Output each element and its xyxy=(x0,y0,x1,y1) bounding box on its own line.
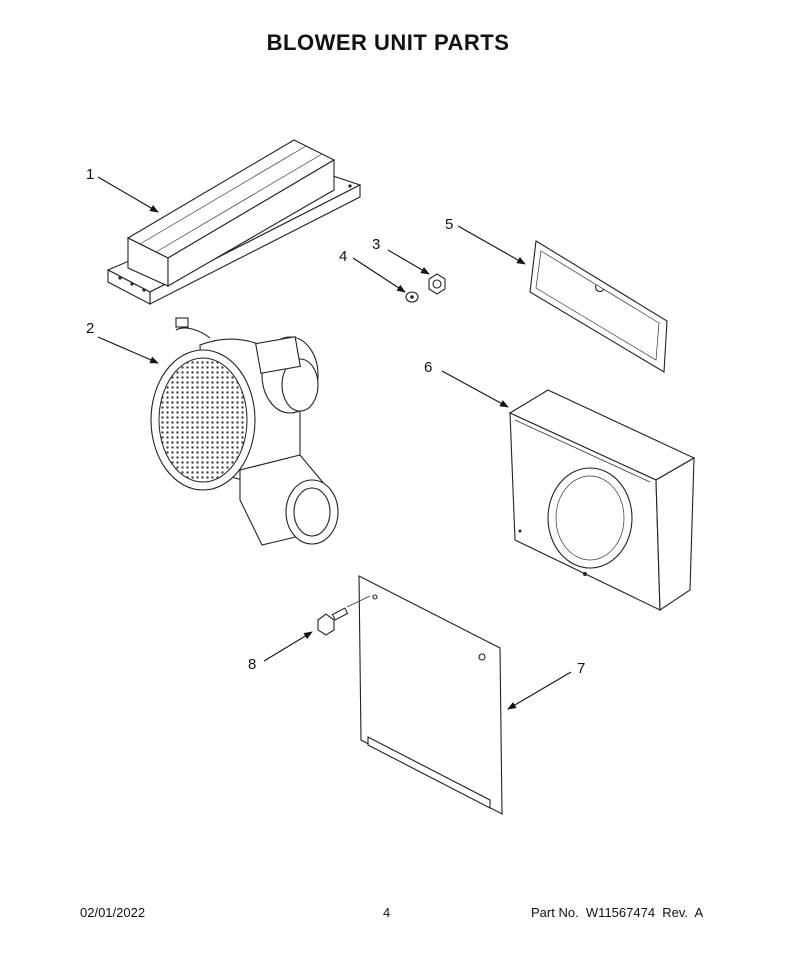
callout-5: 5 xyxy=(445,216,453,233)
part-7-cover-panel xyxy=(358,575,503,815)
callout-8: 8 xyxy=(248,656,256,673)
callout-4: 4 xyxy=(339,248,347,265)
part-5-gasket xyxy=(529,240,668,373)
callout-7: 7 xyxy=(577,660,585,677)
part-6-housing-box xyxy=(508,389,696,612)
part-8-screw xyxy=(317,595,371,636)
footer-part-number: Part No. W11567474 Rev. A xyxy=(531,905,704,920)
footer-date: 02/01/2022 xyxy=(80,905,146,920)
callout-2: 2 xyxy=(86,320,94,337)
part-2-blower-motor xyxy=(150,317,339,546)
footer-page-number: 4 xyxy=(383,905,391,920)
callout-1: 1 xyxy=(86,166,94,183)
callout-3: 3 xyxy=(372,236,380,253)
part-3-nut xyxy=(428,273,446,295)
page-title: BLOWER UNIT PARTS xyxy=(266,30,510,55)
callout-6: 6 xyxy=(424,359,432,376)
part-1-duct-channel xyxy=(106,139,362,305)
part-4-washer xyxy=(405,291,419,303)
